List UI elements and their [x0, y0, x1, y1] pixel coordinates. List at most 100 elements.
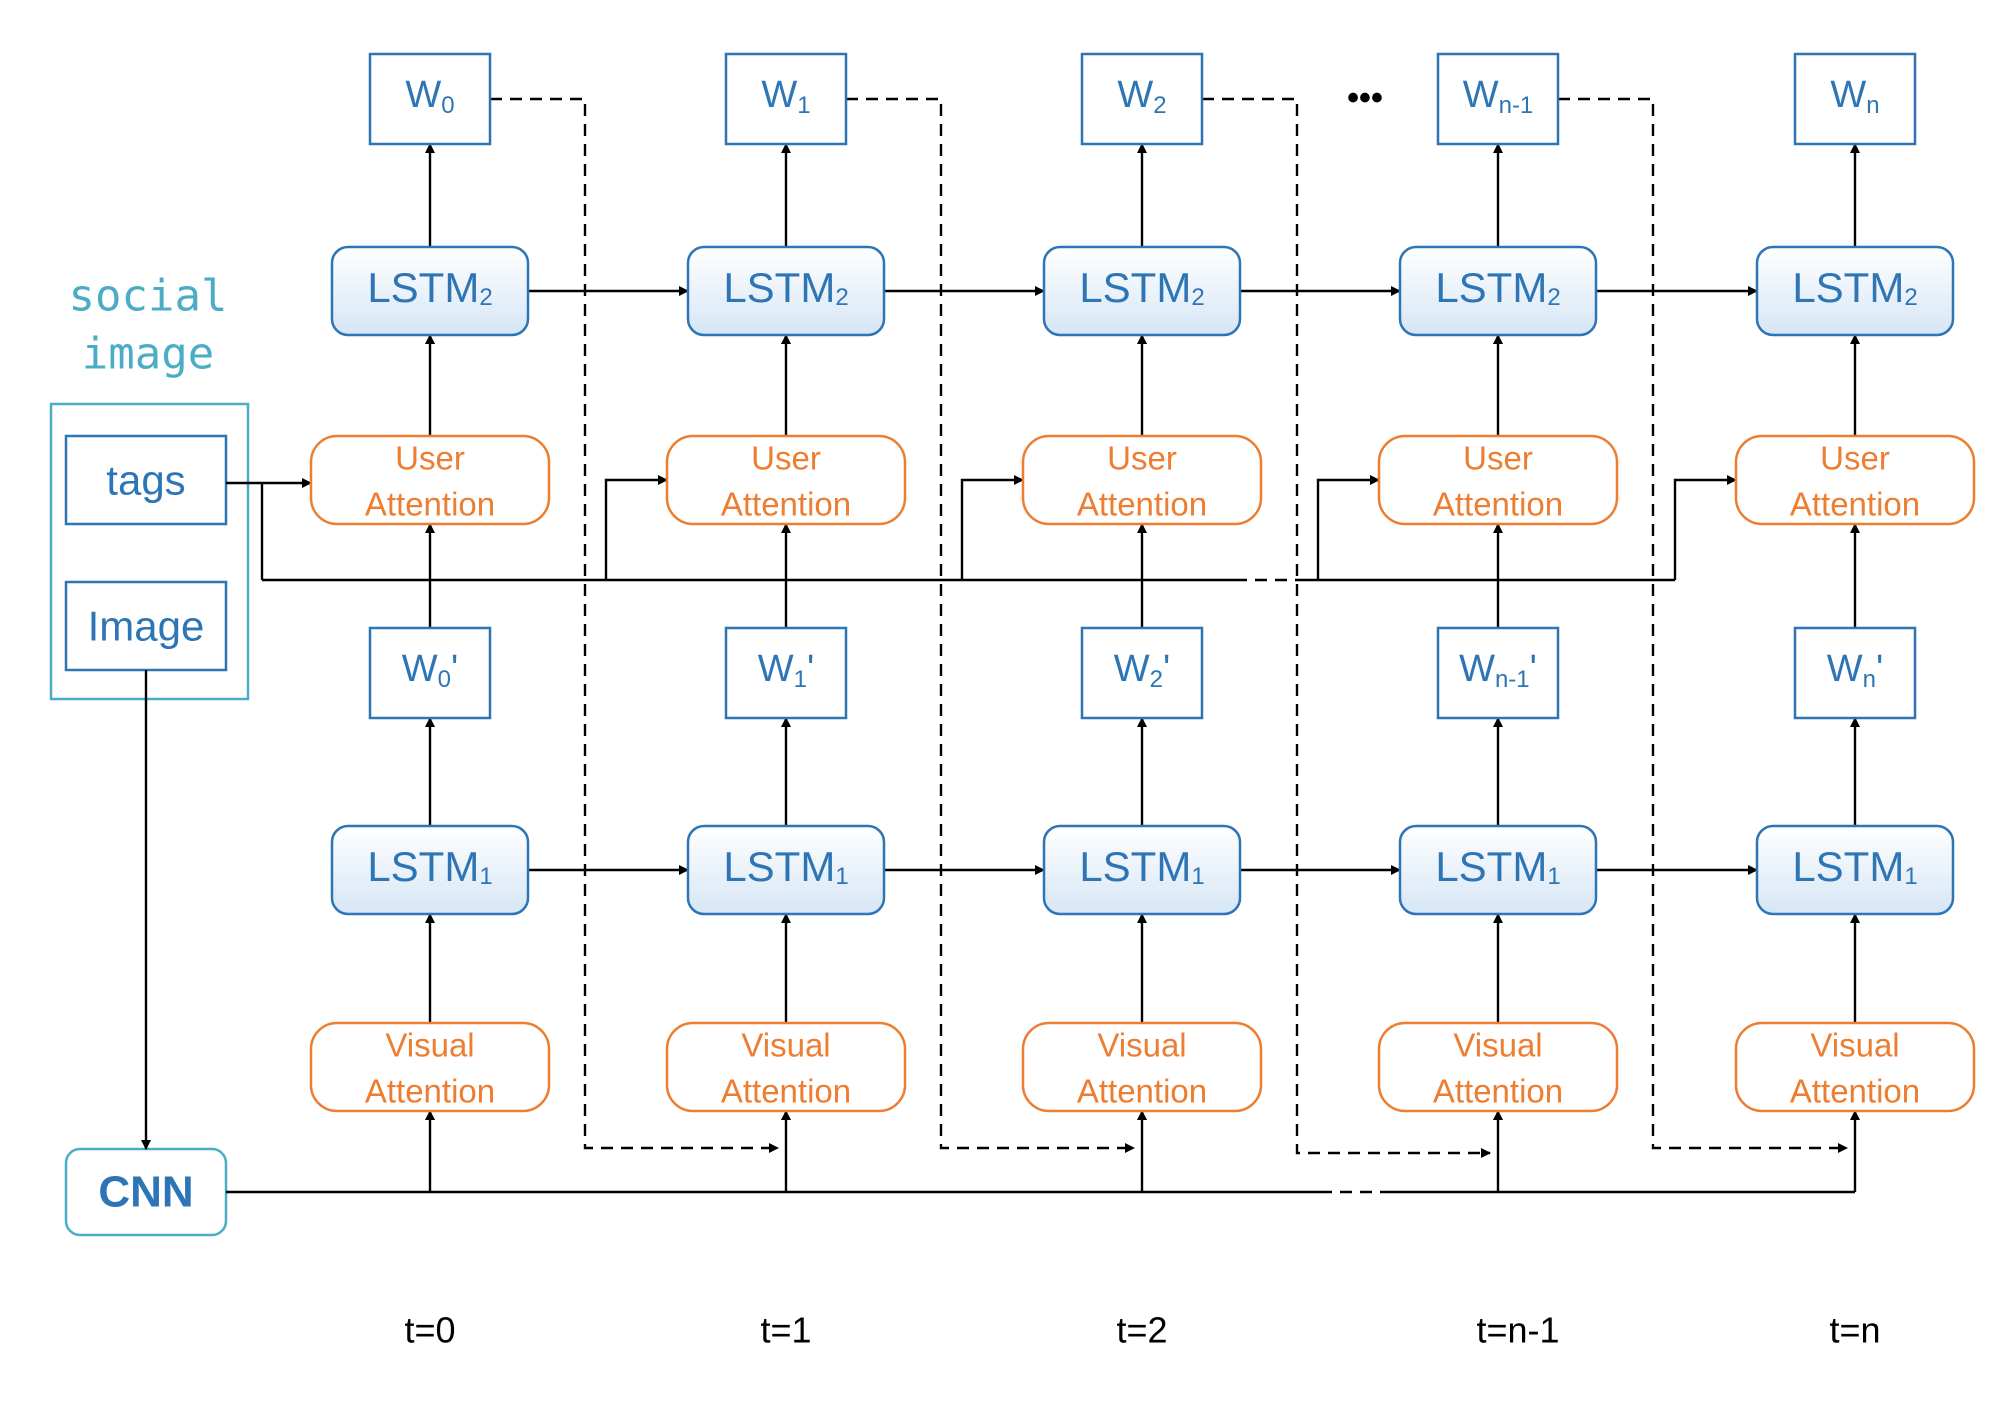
time-step-label: t=n-1 — [1476, 1310, 1559, 1351]
lstm1-label: LSTM1 — [1079, 843, 1204, 890]
word-output-label-base: W — [405, 74, 441, 116]
lstm2-box — [1042, 245, 1242, 337]
visual-attention-label-line1: Visual — [385, 1027, 474, 1064]
lstm2-label-base: LSTM — [723, 264, 835, 311]
lstm1-box — [330, 824, 530, 916]
time-step-columns: W0LSTM2UserAttentionW0'LSTM1VisualAttent… — [309, 52, 1976, 1351]
lstm1-label-subscript: 1 — [835, 863, 848, 890]
word-prime-label: Wn-1' — [1459, 648, 1537, 693]
column-t=n: WnLSTM2UserAttentionWn'LSTM1VisualAttent… — [1734, 52, 1976, 1351]
word-output-label-base: W — [1463, 74, 1499, 116]
lstm2-label-subscript: 2 — [1547, 284, 1560, 311]
lstm2-label: LSTM2 — [1792, 264, 1917, 311]
visual-attention-box — [1734, 1021, 1976, 1113]
word-output-label: Wn-1 — [1463, 74, 1534, 119]
social-image-title-line1: social — [69, 271, 228, 322]
word-prime-label-base: W — [1827, 648, 1863, 690]
visual-attention-label-line2: Attention — [1077, 1073, 1207, 1110]
tag-branch — [960, 475, 1024, 580]
word-output-label-subscript: n-1 — [1499, 92, 1534, 119]
dashed-word-feedback — [1202, 97, 1491, 1158]
visual-attention-box — [1021, 1021, 1263, 1113]
word-prime-label: W2' — [1114, 648, 1171, 693]
visual-attention-label-line2: Attention — [365, 1073, 495, 1110]
word-prime-label-base: W — [1114, 648, 1150, 690]
word-output-box — [1080, 52, 1204, 146]
lstm1-label-base: LSTM — [1079, 843, 1191, 890]
time-step-label: t=2 — [1116, 1310, 1167, 1351]
visual-attention-box — [1377, 1021, 1619, 1113]
lstm2-label-subscript: 2 — [479, 284, 492, 311]
lstm2-label: LSTM2 — [1079, 264, 1204, 311]
lstm1-box — [686, 824, 886, 916]
user-attention-label-line2: Attention — [365, 486, 495, 523]
lstm1-box — [1398, 824, 1598, 916]
time-step-label: t=n — [1829, 1310, 1880, 1351]
visual-attention-label-line2: Attention — [721, 1073, 851, 1110]
tag-branch — [1673, 475, 1737, 580]
user-attention-label-line1: User — [1820, 440, 1890, 477]
column-t=2: W2LSTM2UserAttentionW2'LSTM1VisualAttent… — [1021, 52, 1263, 1351]
user-attention-box — [1377, 434, 1619, 526]
word-output-box — [1436, 52, 1560, 146]
user-attention-label-line1: User — [1107, 440, 1177, 477]
word-output-box — [1793, 52, 1917, 146]
lstm1-label: LSTM1 — [1435, 843, 1560, 890]
column-t=0: W0LSTM2UserAttentionW0'LSTM1VisualAttent… — [309, 52, 551, 1351]
lstm1-label-subscript: 1 — [1547, 863, 1560, 890]
time-step-label: t=1 — [760, 1310, 811, 1351]
word-prime-label-subscript: n — [1863, 666, 1876, 693]
word-prime-label-base: W — [402, 648, 438, 690]
visual-attention-label-line1: Visual — [1453, 1027, 1542, 1064]
user-attention-label-line1: User — [751, 440, 821, 477]
lstm2-box — [330, 245, 530, 337]
lstm1-box — [1042, 824, 1242, 916]
lstm1-label-base: LSTM — [723, 843, 835, 890]
word-output-label: W2 — [1117, 74, 1166, 119]
lstm2-label-subscript: 2 — [835, 284, 848, 311]
social-image-frame — [49, 402, 250, 701]
user-attention-box — [1734, 434, 1976, 526]
visual-attention-label-line2: Attention — [1790, 1073, 1920, 1110]
word-output-label: W0 — [405, 74, 454, 119]
word-output-box — [368, 52, 492, 146]
word-prime-label-subscript: 1 — [794, 666, 807, 693]
word-output-label-subscript: 1 — [797, 92, 810, 119]
tags-label: tags — [106, 457, 185, 504]
word-prime-label-prime: ' — [1876, 648, 1883, 690]
lstm2-label-base: LSTM — [1079, 264, 1191, 311]
lstm1-label: LSTM1 — [367, 843, 492, 890]
visual-attention-label-line1: Visual — [1810, 1027, 1899, 1064]
tag-branch — [604, 475, 668, 580]
lstm1-box — [1755, 824, 1955, 916]
visual-attention-label-line1: Visual — [1097, 1027, 1186, 1064]
lstm2-label-base: LSTM — [1435, 264, 1547, 311]
visual-attention-box — [309, 1021, 551, 1113]
word-output-box — [724, 52, 848, 146]
word-output-label-subscript: 0 — [441, 92, 454, 119]
user-attention-label-line1: User — [395, 440, 465, 477]
user-attention-label-line2: Attention — [1790, 486, 1920, 523]
column-t=n-1: Wn-1LSTM2UserAttentionWn-1'LSTM1VisualAt… — [1377, 52, 1619, 1351]
visual-attention-box — [665, 1021, 907, 1113]
word-prime-label-base: W — [1459, 648, 1495, 690]
word-prime-label-prime: ' — [451, 648, 458, 690]
lstm1-label-subscript: 1 — [1904, 863, 1917, 890]
word-output-label-base: W — [1830, 74, 1866, 116]
lstm2-box — [1755, 245, 1955, 337]
word-output-label-subscript: n — [1866, 92, 1879, 119]
lstm1-label-base: LSTM — [1792, 843, 1904, 890]
word-output-label: Wn — [1830, 74, 1879, 119]
word-prime-box — [368, 626, 492, 720]
word-prime-label-subscript: 2 — [1150, 666, 1163, 693]
lstm1-label-base: LSTM — [1435, 843, 1547, 890]
dashed-word-feedback — [846, 97, 1135, 1153]
lstm2-label: LSTM2 — [1435, 264, 1560, 311]
lstm2-box — [1398, 245, 1598, 337]
dashed-word-feedback — [490, 97, 779, 1153]
lstm1-label-subscript: 1 — [479, 863, 492, 890]
cnn-label: CNN — [98, 1168, 193, 1217]
tag-branch — [1316, 475, 1380, 580]
social-image-title-line2: image — [82, 329, 214, 380]
